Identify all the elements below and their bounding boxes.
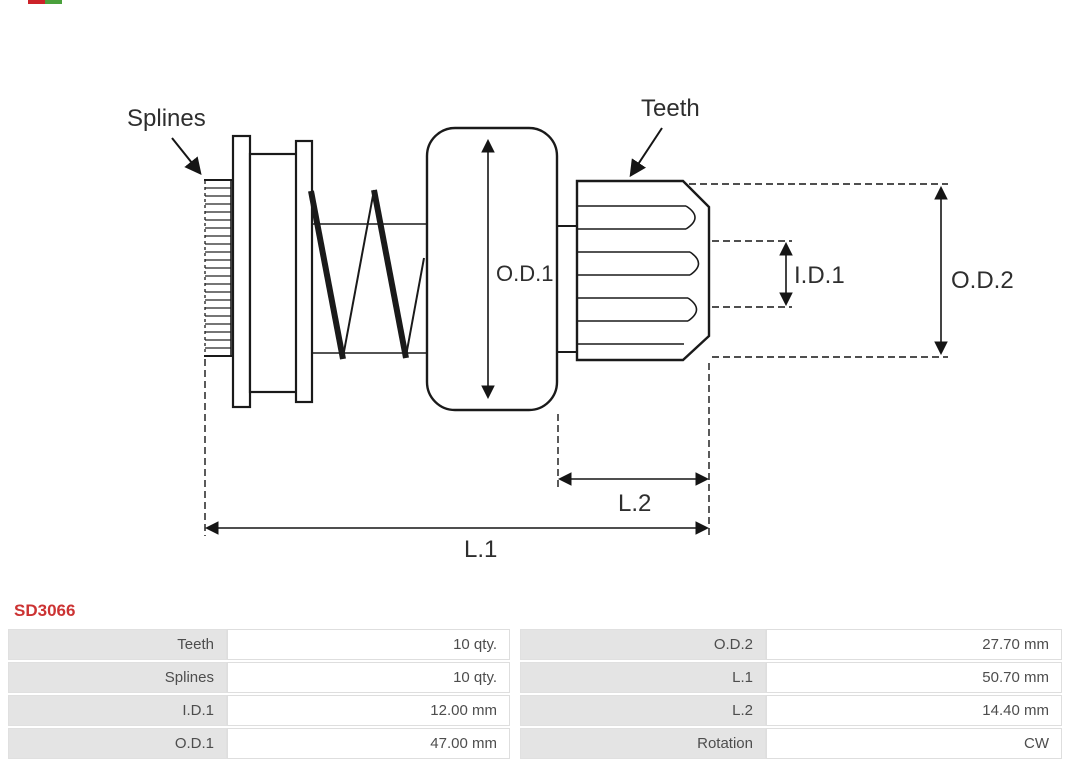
id1-dimension: I.D.1 <box>712 240 845 308</box>
pinion-neck <box>557 225 577 353</box>
id1-label: I.D.1 <box>794 262 845 289</box>
l2-label: L.2 <box>618 490 651 517</box>
l2-dimension: L.2 <box>557 363 710 536</box>
od2-dimension: O.D.2 <box>689 183 1014 358</box>
spec-value: 10 qty. <box>227 629 510 660</box>
spec-label: I.D.1 <box>8 695 227 726</box>
logo-red-stripe <box>28 0 45 4</box>
splines-callout-arrow <box>171 137 202 175</box>
spec-value: 50.70 mm <box>766 662 1062 693</box>
spec-value: CW <box>766 728 1062 759</box>
column-gap <box>510 662 520 693</box>
spec-label: O.D.1 <box>8 728 227 759</box>
spec-label: L.2 <box>520 695 766 726</box>
column-gap <box>510 629 520 660</box>
spec-label: Splines <box>8 662 227 693</box>
spec-table: Teeth 10 qty. O.D.2 27.70 mm Splines 10 … <box>8 629 1062 759</box>
l1-dimension: L.1 <box>204 359 710 563</box>
splined-shaft <box>204 179 232 357</box>
od2-label: O.D.2 <box>951 267 1014 294</box>
drive-flanges <box>231 134 314 409</box>
spec-label: Teeth <box>8 629 227 660</box>
clutch-body: O.D.1 <box>425 126 559 412</box>
spec-label: O.D.2 <box>520 629 766 660</box>
spec-value: 47.00 mm <box>227 728 510 759</box>
spec-value: 12.00 mm <box>227 695 510 726</box>
column-gap <box>510 728 520 759</box>
spec-value: 10 qty. <box>227 662 510 693</box>
spec-value: 14.40 mm <box>766 695 1062 726</box>
spec-label: L.1 <box>520 662 766 693</box>
part-number: SD3066 <box>14 601 76 620</box>
spec-label: Rotation <box>520 728 766 759</box>
teeth-callout-arrow <box>629 127 663 178</box>
spec-value: 27.70 mm <box>766 629 1062 660</box>
l1-label: L.1 <box>464 536 497 563</box>
logo-fragment <box>28 0 62 4</box>
splines-label: Splines <box>127 105 206 132</box>
column-gap <box>510 695 520 726</box>
pinion-gear <box>575 179 711 362</box>
teeth-label: Teeth <box>641 95 700 122</box>
logo-green-stripe <box>45 0 62 4</box>
technical-drawing: Splines Teeth <box>127 95 1014 563</box>
od1-label: O.D.1 <box>496 261 553 286</box>
return-spring <box>308 189 427 360</box>
